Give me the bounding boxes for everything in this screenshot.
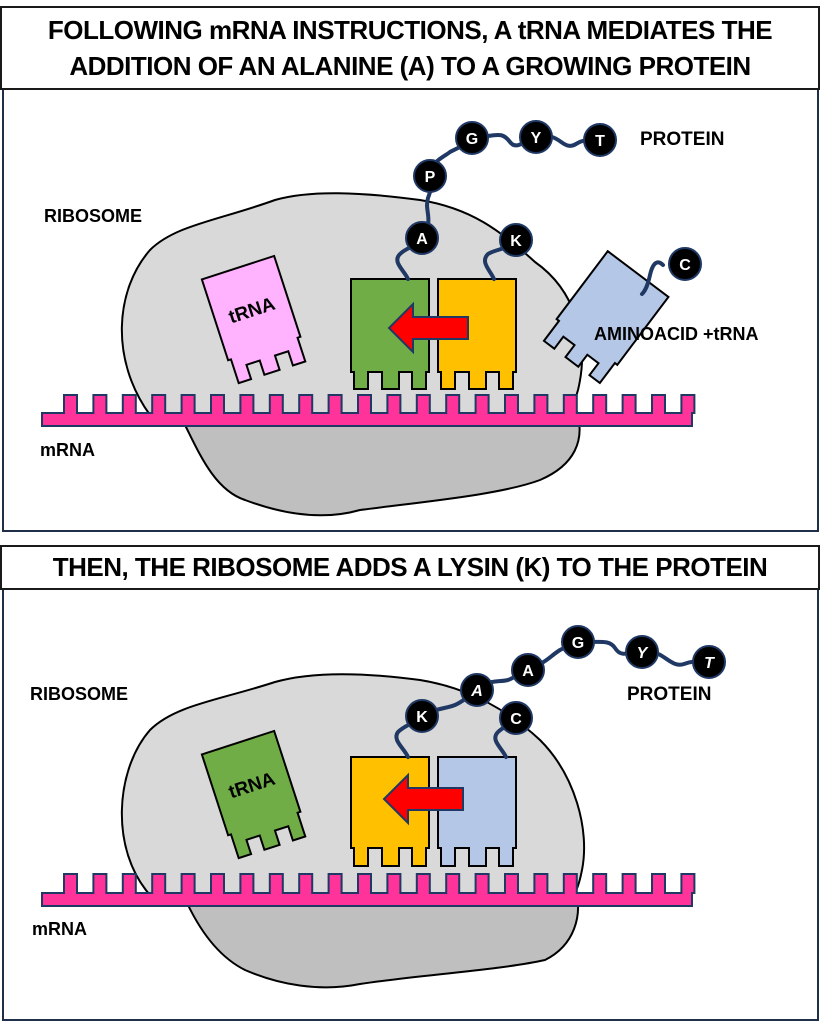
free-trna: tRNA xyxy=(200,254,307,385)
panel-1-title: FOLLOWING mRNA INSTRUCTIONS, A tRNA MEDI… xyxy=(0,6,820,90)
mrna-strand xyxy=(41,873,696,907)
ribosome-lower-subunit xyxy=(186,890,579,989)
protein-label: PROTEIN xyxy=(640,129,724,150)
amino-acid-label: A xyxy=(470,683,483,700)
ribosome-lower-subunit xyxy=(183,410,581,517)
amino-acid-label: C xyxy=(679,257,691,274)
amino-acid-label: K xyxy=(416,709,428,726)
incoming-label: AMINOACID +tRNA xyxy=(594,324,759,344)
protein-label: PROTEIN xyxy=(627,684,711,705)
amino-acid-c: C xyxy=(668,247,702,281)
amino-acid-label: K xyxy=(510,233,522,250)
a-site-trna xyxy=(437,756,517,867)
mrna-strand xyxy=(41,394,696,427)
ribosome-label: RIBOSOME xyxy=(44,206,142,226)
mrna-backbone xyxy=(41,394,696,427)
amino-acid-label: P xyxy=(425,169,436,186)
amino-acid-y: Y xyxy=(625,635,659,669)
amino-acid-label: T xyxy=(704,655,715,672)
incoming-trna-body xyxy=(542,249,670,385)
mrna-label: mRNA xyxy=(32,919,87,939)
amino-acid-label: G xyxy=(572,635,584,652)
amino-acid-label: G xyxy=(466,131,478,148)
amino-acid-k: K xyxy=(499,223,533,257)
amino-acid-y: Y xyxy=(519,120,553,154)
amino-acid-a: A xyxy=(460,673,494,707)
incoming-trna xyxy=(542,249,670,385)
free-trna-body xyxy=(200,729,307,860)
amino-acid-c: C xyxy=(499,701,533,735)
p-site-trna xyxy=(350,756,430,867)
amino-acid-k: K xyxy=(405,699,439,733)
mrna-label: mRNA xyxy=(40,440,95,460)
chain-link xyxy=(640,260,665,296)
amino-acid-t: T xyxy=(583,123,617,157)
amino-acid-label: C xyxy=(510,711,522,728)
ribosome-label: RIBOSOME xyxy=(30,684,128,704)
amino-acid-p: P xyxy=(413,159,447,193)
amino-acid-label: A xyxy=(522,663,534,680)
amino-acid-a: A xyxy=(511,653,545,687)
translocation-arrow xyxy=(387,301,469,355)
panel-1-title-line-1: FOLLOWING mRNA INSTRUCTIONS, A tRNA MEDI… xyxy=(47,15,773,45)
panel-1-diagram: tRNA AMINOACID +tRNA A K P G Y T C PROTE… xyxy=(40,120,759,517)
amino-acid-label: Y xyxy=(637,645,649,662)
amino-acid-label: A xyxy=(416,231,428,248)
free-trna-body xyxy=(200,254,307,385)
panel-1-title-line-2: ADDITION OF AN ALANINE (A) TO A GROWING … xyxy=(69,51,751,81)
amino-acid-g: G xyxy=(455,121,489,155)
amino-acid-a: A xyxy=(405,221,439,255)
panel-2-diagram: tRNA K A A G Y T C PROTEIN RIBOSOME mRNA xyxy=(30,625,726,989)
panel-2-title: THEN, THE RIBOSOME ADDS A LYSIN (K) TO T… xyxy=(0,545,820,590)
translocation-arrow xyxy=(382,772,464,826)
free-trna: tRNA xyxy=(200,729,307,860)
a-site-trna xyxy=(437,278,517,390)
mrna-backbone xyxy=(41,873,696,907)
amino-acid-label: T xyxy=(595,133,605,150)
amino-acid-label: Y xyxy=(531,130,542,147)
amino-acid-g: G xyxy=(561,625,595,659)
amino-acid-t: T xyxy=(692,645,726,679)
